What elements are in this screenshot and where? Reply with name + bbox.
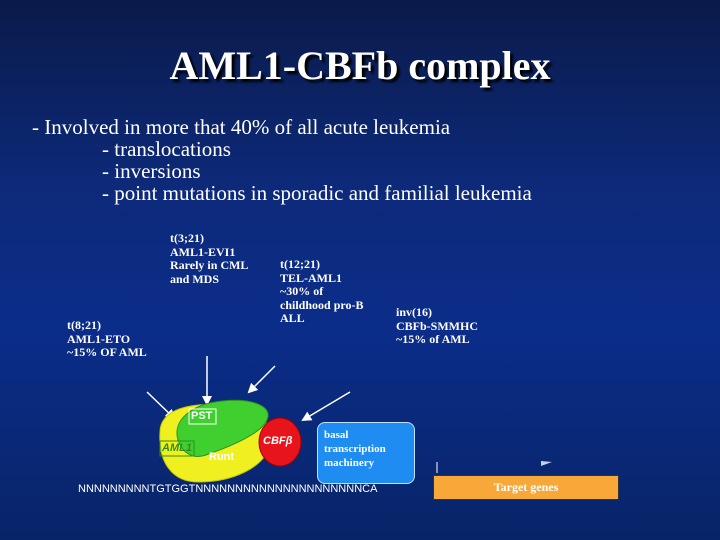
annotation-t3-21-line: and MDS bbox=[170, 271, 220, 286]
basal-line: transcription bbox=[324, 443, 386, 455]
annotation-inv16-line: ~15% of AML bbox=[396, 332, 470, 346]
aml1-label-box bbox=[159, 440, 195, 457]
bullet-main: - Involved in more that 40% of all acute… bbox=[32, 115, 451, 139]
annotation-t8-21-line: t(8;21) bbox=[67, 318, 101, 332]
target-genes-box: Target genes bbox=[433, 475, 619, 500]
annotation-t3-21-line: Rarely in CML bbox=[170, 258, 249, 272]
annotation-t3-21: t(3;21) AML1-EVI1 Rarely in CML and MDS bbox=[170, 231, 249, 286]
annotation-t12-21-line: TEL-AML1 bbox=[280, 270, 343, 285]
annotation-inv16-line: CBFb-SMMHC bbox=[396, 318, 478, 333]
annotation-t8-21-line: AML1-ETO bbox=[67, 331, 131, 346]
annotation-t12-21: t(12;21) TEL-AML1 ~30% of childhood pro-… bbox=[280, 257, 364, 326]
pst-label: PST bbox=[191, 410, 213, 422]
bullet-sub-translocations: - translocations bbox=[102, 137, 231, 161]
annotation-inv16: inv(16) CBFb-SMMHC ~15% of AML bbox=[396, 305, 478, 347]
pst-label-box bbox=[188, 408, 217, 425]
slide-title: AML1-CBFb complex bbox=[169, 43, 551, 88]
annotation-t12-21-line: ALL bbox=[280, 311, 305, 325]
basal-line: basal bbox=[324, 429, 349, 441]
pst-domain-shape bbox=[176, 399, 269, 457]
basal-transcription-box: basal transcription machinery bbox=[317, 422, 415, 484]
bullet-sub-point-mutations: - point mutations in sporadic and famili… bbox=[102, 181, 532, 205]
annotation-t12-21-line: t(12;21) bbox=[280, 257, 320, 271]
arrow-inv16 bbox=[301, 391, 351, 422]
annotation-inv16-line: inv(16) bbox=[396, 305, 432, 319]
bullet-list: - Involved in more that 40% of all acute… bbox=[32, 116, 532, 204]
annotation-t3-21-line: AML1-EVI1 bbox=[170, 244, 236, 259]
dna-sequence: NNNNNNNNNTGTGGTNNNNNNNNNNNNNNNNNNNNNCA bbox=[78, 483, 378, 495]
annotation-t8-21-line: ~15% OF AML bbox=[67, 345, 147, 359]
annotation-t3-21-line: t(3;21) bbox=[170, 231, 204, 245]
small-arrow-icon bbox=[541, 461, 552, 466]
annotation-t8-21: t(8;21) AML1-ETO ~15% OF AML bbox=[67, 318, 147, 360]
arrow-t12-21 bbox=[247, 365, 276, 394]
basal-line: machinery bbox=[324, 457, 375, 469]
annotation-t12-21-line: ~30% of bbox=[280, 284, 324, 298]
runt-label: Runt bbox=[209, 451, 235, 463]
annotation-t12-21-line: childhood pro-B bbox=[280, 297, 364, 312]
cbfb-circle bbox=[258, 417, 302, 467]
cbfb-label: CBFβ bbox=[263, 435, 293, 447]
bullet-sub-inversions: - inversions bbox=[102, 159, 201, 183]
aml1-label: AML1 bbox=[162, 442, 192, 454]
